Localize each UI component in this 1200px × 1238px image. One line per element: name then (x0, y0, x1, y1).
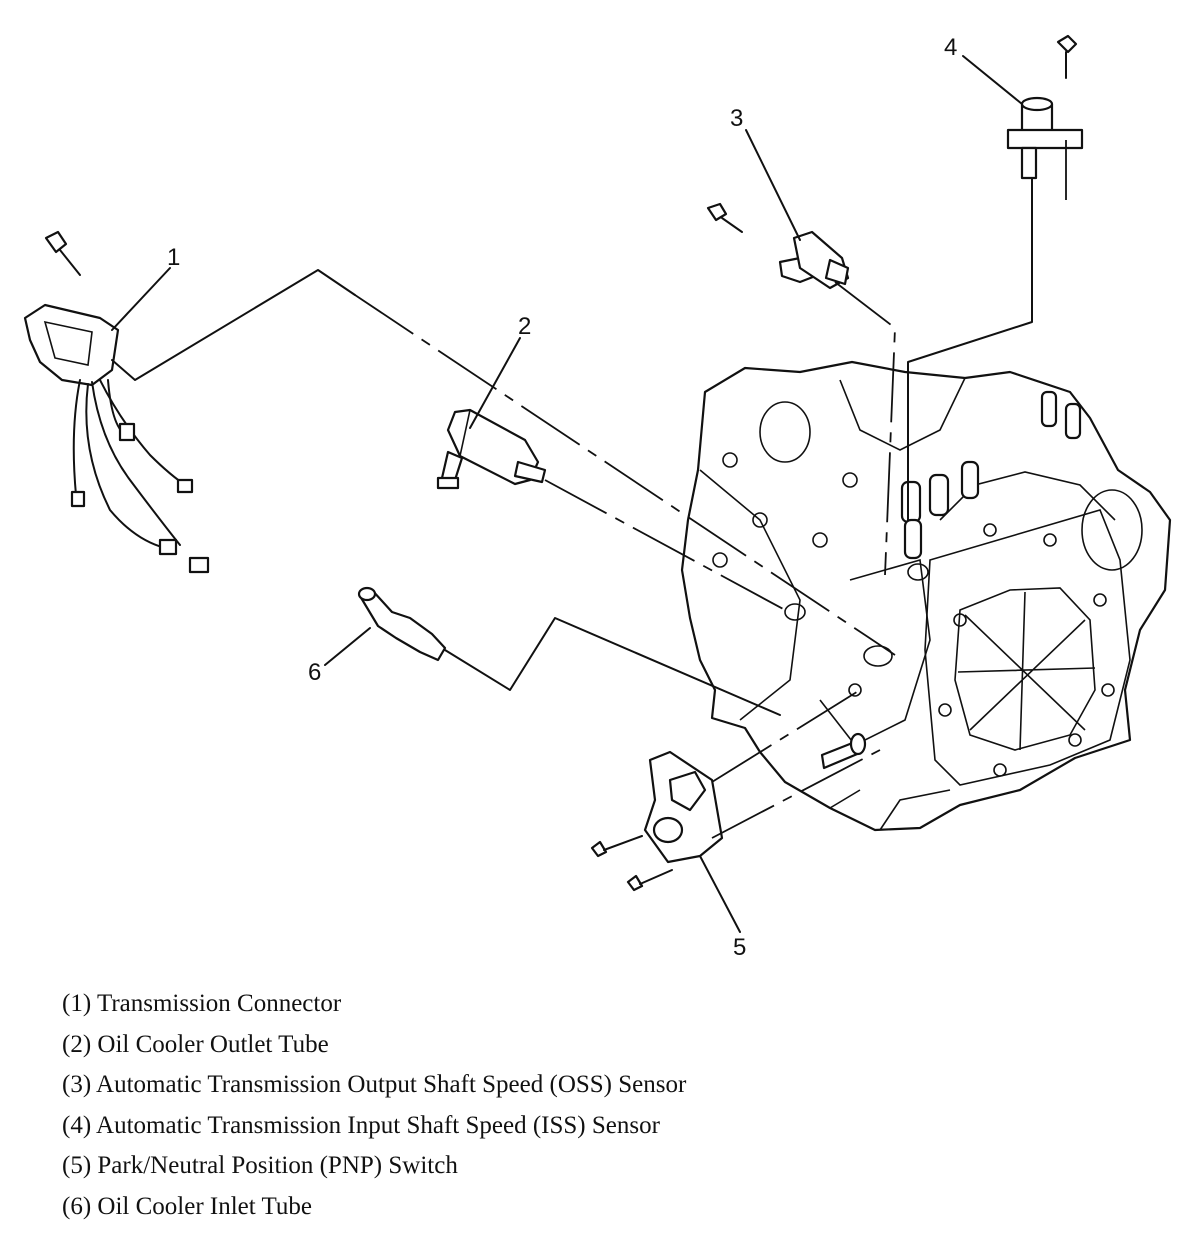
callout-number-5: 5 (733, 934, 746, 961)
oil-cooler-outlet-tube (436, 408, 547, 490)
legend-item-1: (1) Transmission Connector (62, 990, 342, 1017)
legend-item-3: (3) Automatic Transmission Output Shaft … (62, 1071, 687, 1098)
oss-sensor (706, 202, 850, 290)
callout-number-6: 6 (308, 659, 321, 686)
iss-sensor (1006, 34, 1084, 200)
oil-cooler-inlet-tube (357, 586, 447, 662)
legend: (1) Transmission Connector (2) Oil Coole… (62, 984, 686, 1227)
legend-item-2: (2) Oil Cooler Outlet Tube (62, 1030, 329, 1058)
pnp-switch (590, 750, 724, 892)
callout-number-4: 4 (944, 34, 957, 61)
legend-item-5: (5) Park/Neutral Position (PNP) Switch (62, 1152, 458, 1179)
transmission-connector (23, 230, 210, 574)
callouts: 1 2 3 4 5 6 (111, 34, 1023, 961)
callout-number-1: 1 (167, 244, 180, 271)
callout-number-3: 3 (730, 105, 743, 132)
legend-item-6: (6) Oil Cooler Inlet Tube (62, 1192, 312, 1220)
callout-number-2: 2 (518, 313, 531, 340)
legend-item-4: (4) Automatic Transmission Input Shaft S… (62, 1111, 660, 1139)
transmission-exploded-diagram: 1 2 3 4 5 6 (23, 34, 1172, 961)
alignment-lines (111, 177, 1033, 839)
transmission-case (680, 360, 1172, 832)
